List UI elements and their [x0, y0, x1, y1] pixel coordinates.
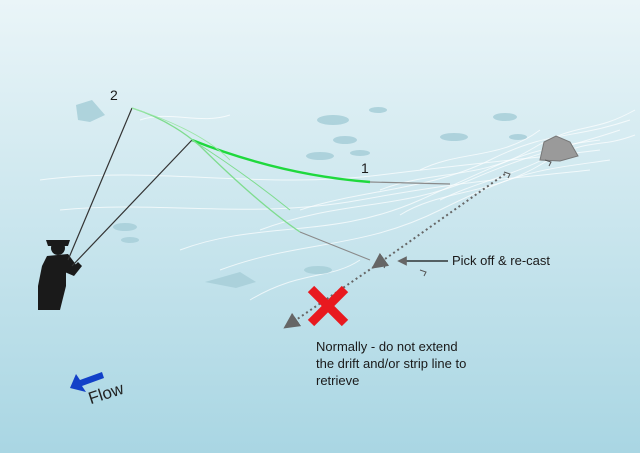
- fish-icon: [509, 134, 527, 140]
- fish-icon: [113, 223, 137, 231]
- fish-icon: [369, 107, 387, 113]
- fly-icon: [544, 159, 552, 167]
- fly-icon: [503, 171, 511, 179]
- fish-icon: [304, 266, 332, 274]
- pick-off-label: Pick off & re-cast: [452, 253, 551, 268]
- drift-paths: [283, 173, 506, 329]
- fly-icon: [419, 269, 427, 277]
- fish-icon: [205, 272, 256, 288]
- fly-lines: [131, 107, 451, 261]
- warning-line: the drift and/or strip line to: [316, 356, 467, 371]
- fish-icon: [350, 150, 370, 156]
- line-tag-2: [131, 107, 231, 161]
- fish-icon: [306, 152, 334, 160]
- line-position-2: [131, 107, 301, 233]
- position-2-label: 2: [110, 87, 118, 103]
- flow-arrow-icon: [70, 372, 104, 392]
- warning-text: Normally - do not extend the drift and/o…: [316, 338, 546, 389]
- fish-icon: [121, 237, 139, 243]
- rod-position-2: [67, 107, 133, 261]
- line-position-1: [191, 138, 371, 184]
- fish-icon: [76, 100, 105, 122]
- angler-icon: [38, 240, 82, 310]
- fish-icon: [333, 136, 357, 144]
- fish-icon: [317, 115, 349, 125]
- line-position-2-leader: [299, 231, 371, 261]
- warning-line: retrieve: [316, 373, 360, 388]
- warning-line: Normally - do not extend: [316, 339, 458, 354]
- fish-icon: [493, 113, 517, 121]
- fish-icon: [440, 133, 468, 141]
- line-position-1-leader: [369, 181, 451, 185]
- fish-group: [76, 100, 527, 288]
- cross-icon: [307, 285, 349, 327]
- rods: [67, 107, 193, 267]
- pick-off-path: [371, 173, 506, 269]
- line-tag-1: [191, 139, 291, 211]
- position-1-label: 1: [361, 160, 369, 176]
- rod-position-1: [71, 139, 193, 267]
- rock-icon: [539, 135, 579, 162]
